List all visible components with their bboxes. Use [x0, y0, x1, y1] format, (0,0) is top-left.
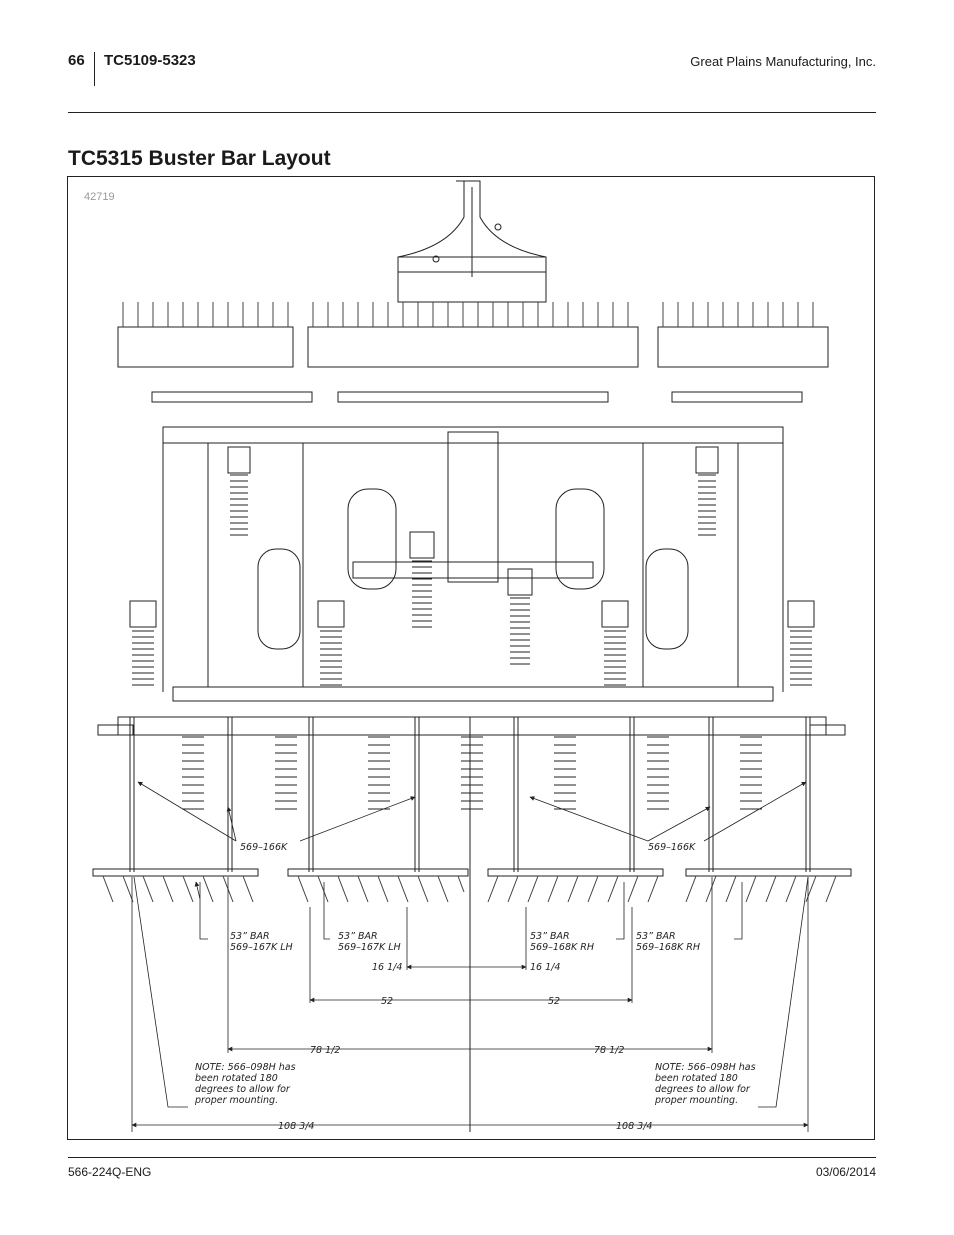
- dim-78-right: 78 1/2: [594, 1045, 624, 1056]
- header-divider: [94, 52, 95, 86]
- note-left-line1: NOTE: 566–098H has: [195, 1062, 296, 1073]
- dim-108-left: 108 3/4: [278, 1121, 314, 1132]
- note-left-line2: been rotated 180: [195, 1073, 278, 1084]
- figure-frame: 42719: [67, 176, 875, 1140]
- dim-52-left: 52: [381, 996, 393, 1007]
- buster-bar-diagram: 569–166K 569–166K 53” BAR 569–167K LH 53…: [92, 180, 852, 1132]
- bar3-line1: 53” BAR: [530, 931, 570, 942]
- page-title: TC5315 Buster Bar Layout: [68, 147, 331, 170]
- part-label-right: 569–166K: [648, 842, 696, 853]
- note-right-line3: degrees to allow for: [655, 1084, 751, 1095]
- page-number: 66: [68, 52, 85, 69]
- bar2-line2: 569–167K LH: [338, 942, 401, 953]
- bar4-line2: 569–168K RH: [636, 942, 700, 953]
- part-label-left: 569–166K: [240, 842, 288, 853]
- bar1-line1: 53” BAR: [230, 931, 270, 942]
- model-number: TC5109-5323: [104, 52, 196, 69]
- note-right-line1: NOTE: 566–098H has: [655, 1062, 756, 1073]
- dim-16-right: 16 1/4: [530, 962, 560, 973]
- dim-108-right: 108 3/4: [616, 1121, 652, 1132]
- note-left-line4: proper mounting.: [194, 1095, 278, 1106]
- bar2-line1: 53” BAR: [338, 931, 378, 942]
- bar3-line2: 569–168K RH: [530, 942, 594, 953]
- note-right-line2: been rotated 180: [655, 1073, 738, 1084]
- dim-16-left: 16 1/4: [372, 962, 402, 973]
- bar4-line1: 53” BAR: [636, 931, 676, 942]
- note-right-line4: proper mounting.: [654, 1095, 738, 1106]
- dim-52-right: 52: [548, 996, 560, 1007]
- dim-78-left: 78 1/2: [310, 1045, 340, 1056]
- bar1-line2: 569–167K LH: [230, 942, 293, 953]
- figure-number: 42719: [84, 191, 115, 203]
- header-rule: [68, 112, 876, 113]
- footer-rule: [68, 1157, 876, 1158]
- note-left-line3: degrees to allow for: [195, 1084, 291, 1095]
- footer-date: 03/06/2014: [815, 1165, 876, 1179]
- company-name: Great Plains Manufacturing, Inc.: [690, 54, 876, 69]
- footer-doc-number: 566-224Q-ENG: [68, 1165, 152, 1179]
